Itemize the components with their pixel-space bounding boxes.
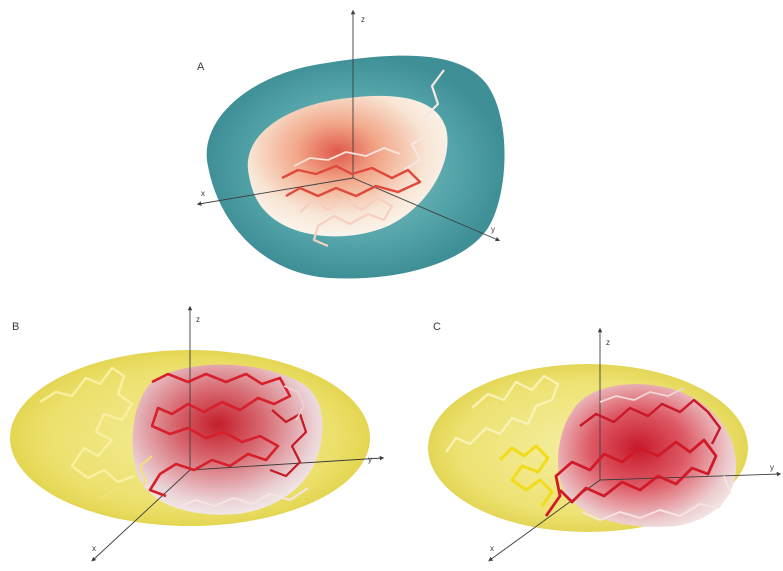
panel-a-label: A (197, 61, 205, 73)
panel-c: C z x y (428, 321, 779, 560)
panel-c-z-label: z (606, 338, 610, 347)
panel-a-x-label: x (201, 189, 205, 198)
panel-c-y-label: y (770, 463, 774, 472)
panel-b-z-label: z (196, 315, 200, 324)
panel-a: A z x y (197, 12, 505, 279)
panel-b-label: B (12, 321, 19, 333)
panel-a-y-label: y (491, 225, 495, 234)
panel-a-z-label: z (361, 15, 365, 24)
panel-b-y-label: y (368, 455, 372, 464)
panel-b: B z x y (10, 308, 382, 560)
panel-c-label: C (433, 321, 441, 333)
panel-c-x-label: x (490, 544, 494, 553)
panel-b-x-label: x (92, 544, 96, 553)
